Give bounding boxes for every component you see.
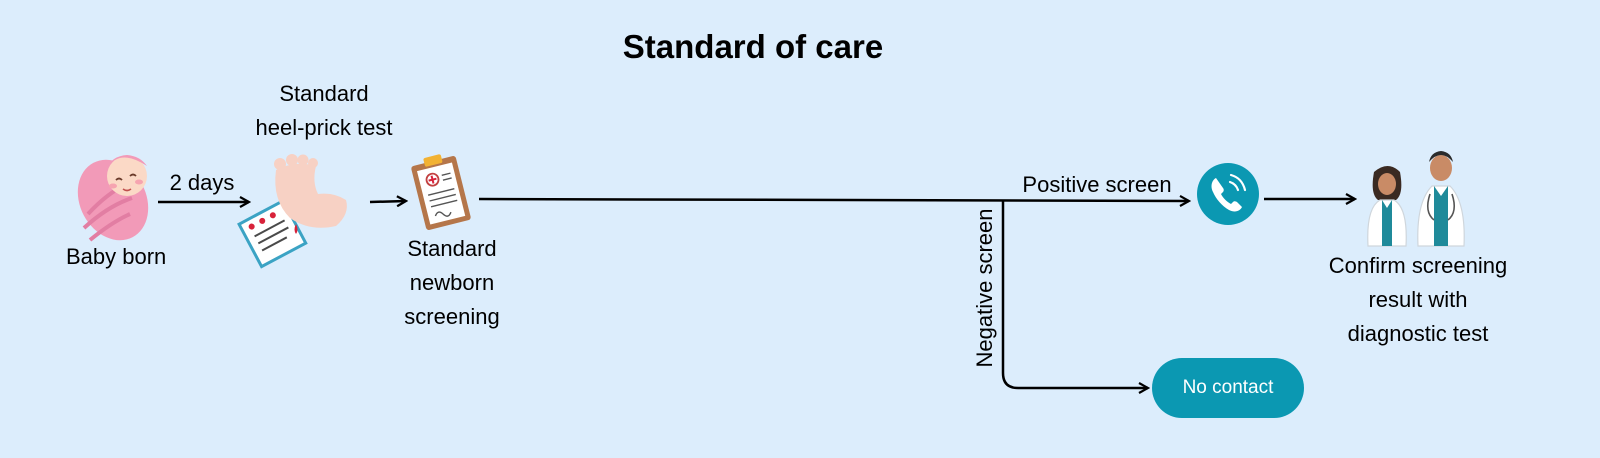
no-contact-badge: No contact [1152, 358, 1304, 418]
label-screening-line-3: screening [404, 304, 500, 329]
heel-prick-icon [237, 154, 347, 269]
clipboard-icon [411, 154, 471, 230]
label-two-days: 2 days [169, 170, 235, 195]
label-heel-prick-test: Standard heel-prick test [224, 77, 424, 145]
label-screening-line-2: newborn [409, 270, 495, 295]
label-negative-screen: Negative screen [972, 208, 997, 368]
label-screening-line-1: Standard [407, 236, 497, 261]
label-confirm-diagnostic: Confirm screening result with diagnostic… [1298, 249, 1538, 351]
label-confirm-line-3: diagnostic test [1347, 321, 1489, 346]
label-confirm-line-2: result with [1368, 287, 1468, 312]
baby-icon [77, 155, 149, 242]
doctors-icon [1367, 151, 1465, 247]
phone-icon [1197, 163, 1259, 225]
label-baby-born: Baby born [66, 244, 167, 269]
arrow-negative-screen [1001, 201, 1148, 388]
label-standard-newborn-screening: Standard newborn screening [372, 232, 532, 334]
label-heel-prick-line-1: Standard [279, 81, 369, 106]
arrow-positive-screen [478, 199, 1189, 201]
label-heel-prick-line-2: heel-prick test [255, 115, 393, 140]
label-positive-screen: Positive screen [1022, 172, 1172, 197]
label-confirm-line-1: Confirm screening [1328, 253, 1508, 278]
arrow-heel-to-screening [369, 201, 406, 202]
diagram-title: Standard of care [622, 28, 884, 65]
